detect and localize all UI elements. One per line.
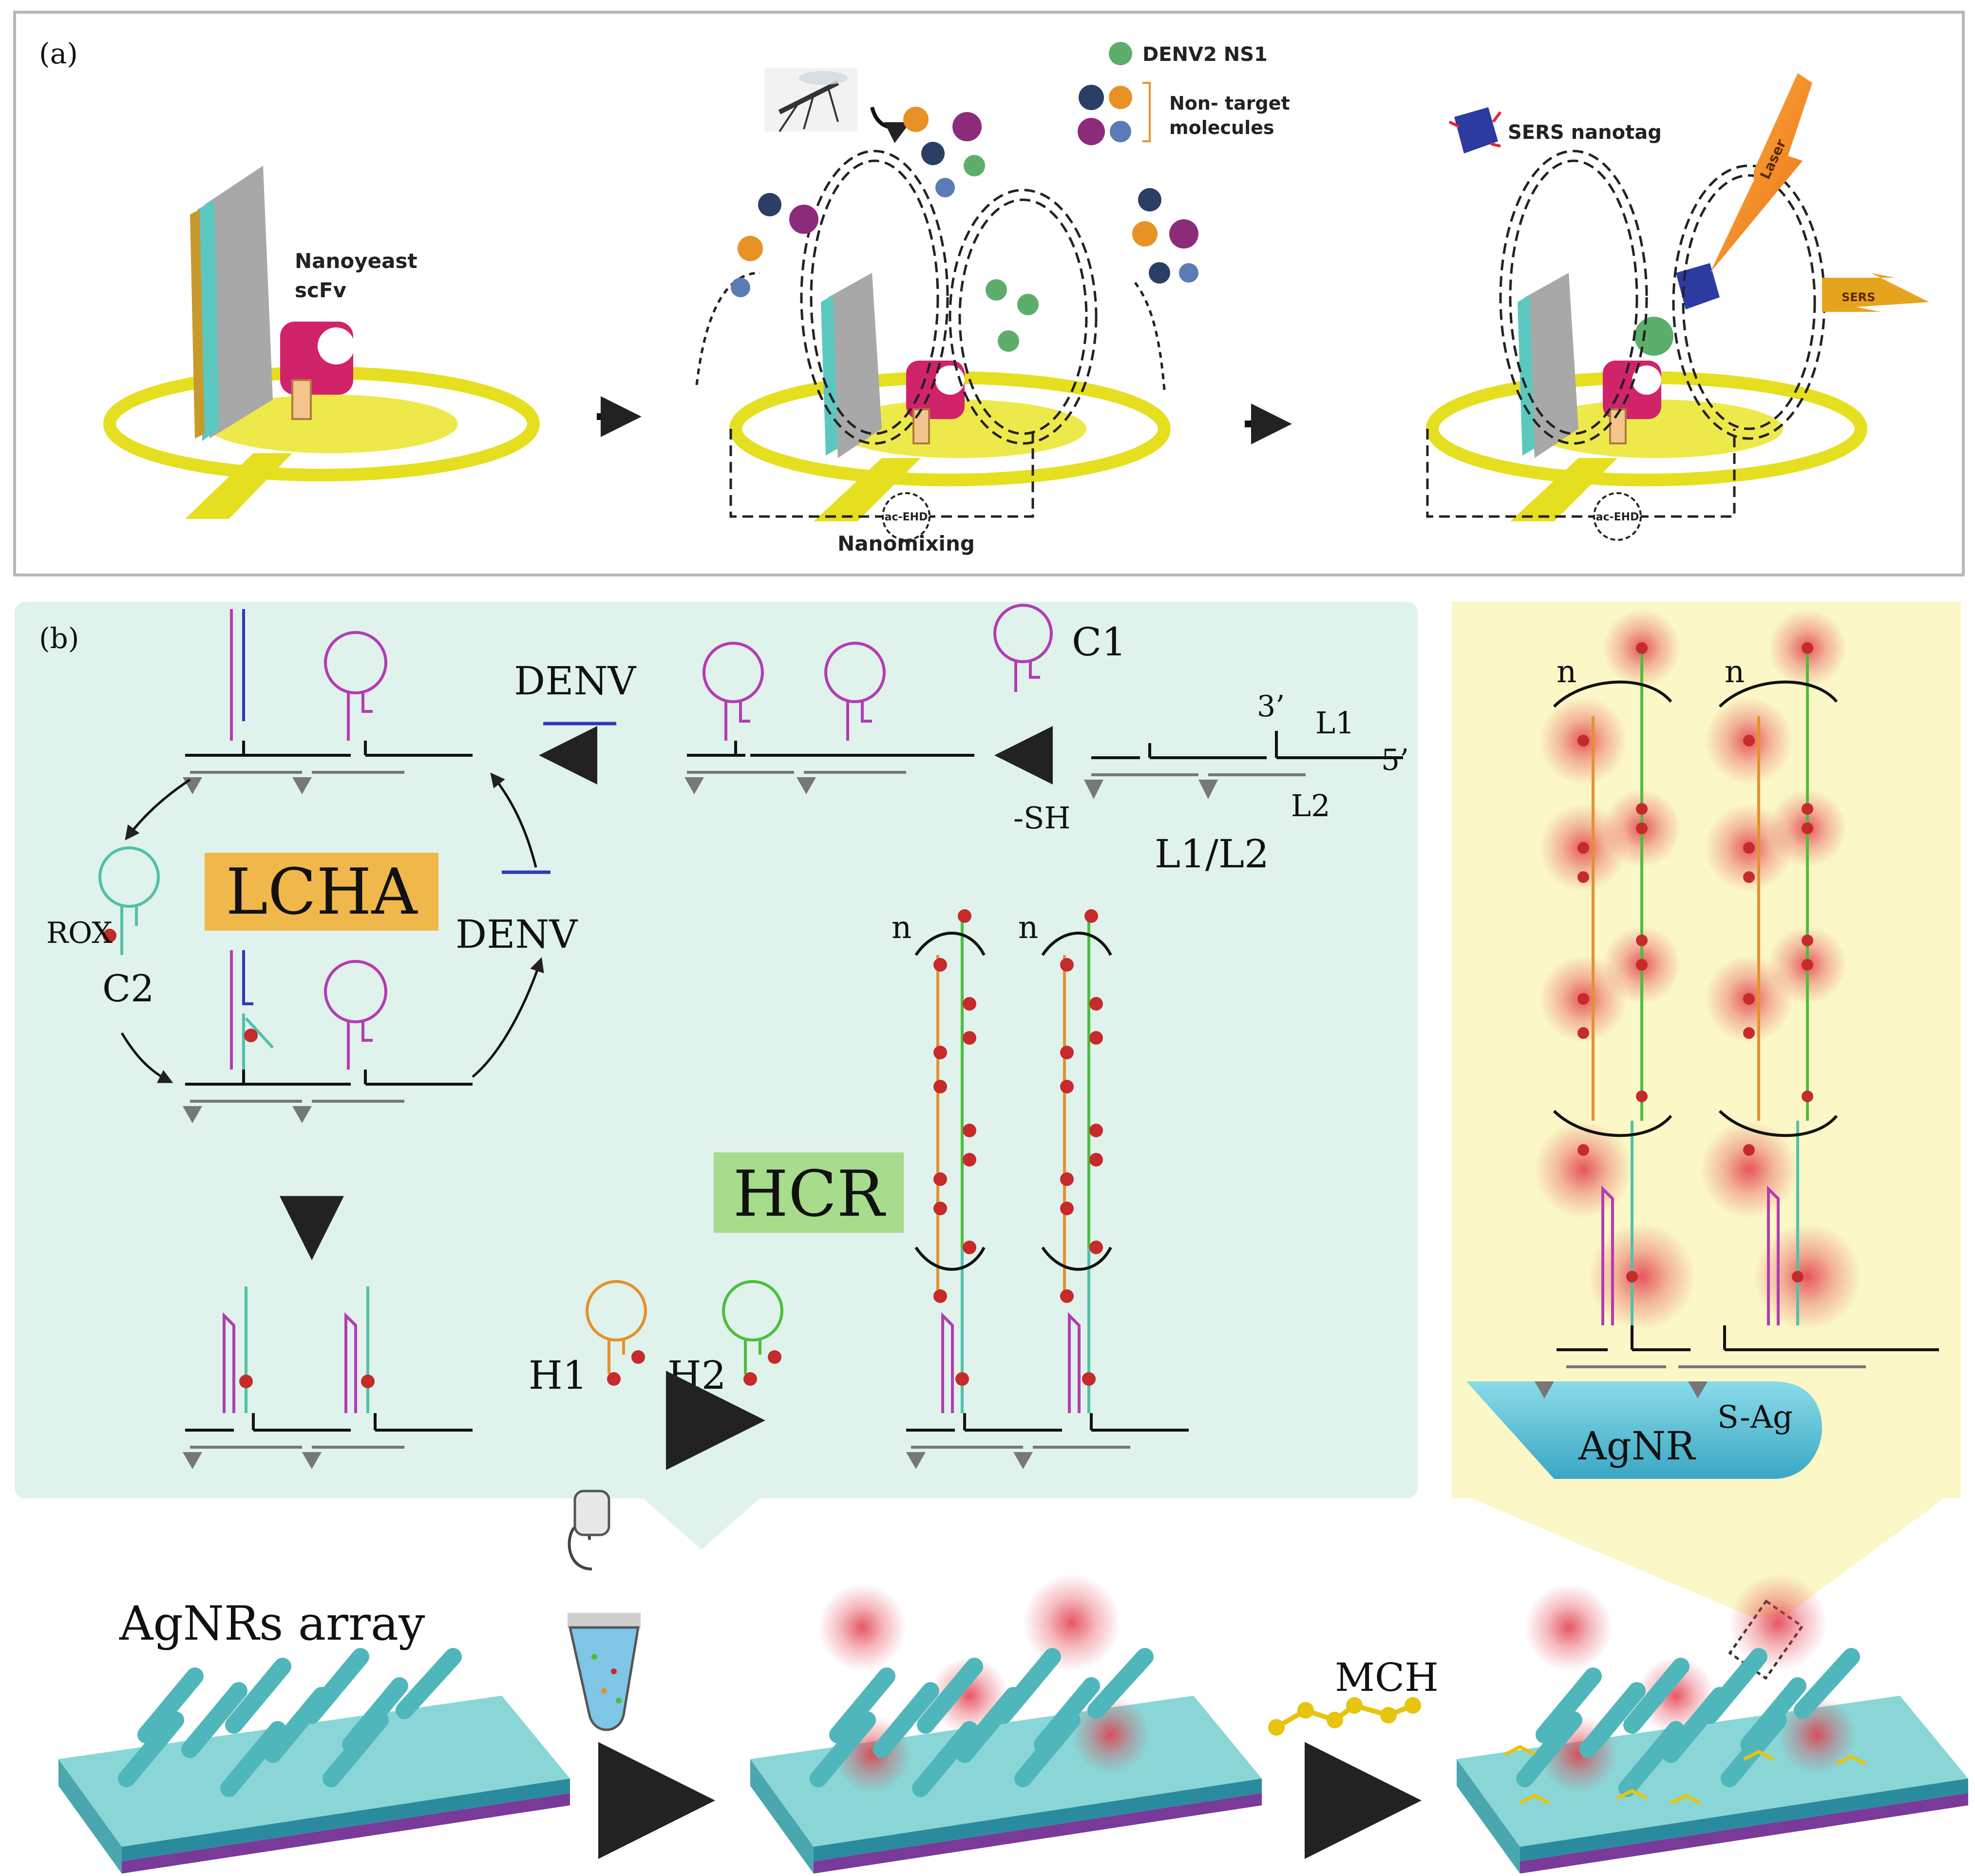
h2-dye-2 [768,1350,781,1364]
zoom-strands [1553,648,1939,1368]
lcha-product [185,1286,473,1449]
sers-signal-icon [1822,273,1929,312]
l1l2-label: L1/L2 [1155,831,1269,877]
anchor-triangles-l1l2 [1084,780,1218,799]
c1-hairpin [993,604,1053,692]
anchor-triangles-mid [684,777,816,794]
h1-dye-2 [631,1350,645,1364]
nanoyeast-2 [821,273,965,458]
rods-2 [810,1648,1154,1797]
legend-nontarget-line1: Non- target [1169,93,1290,114]
c1-label: C1 [1072,619,1126,665]
l1-label: L1 [1315,705,1355,741]
denv-label-right: DENV [456,912,578,957]
mch-molecule-icon [1268,1697,1421,1736]
tube-icon [568,1490,641,1731]
h2-dye [743,1372,757,1386]
lcha-top-complex [185,609,473,774]
n-label-zoom-2: n [1725,654,1745,690]
mch-label: MCH [1335,1655,1439,1700]
panel-b-bg [15,602,1418,1498]
lcha-bottom-complex [185,950,473,1103]
n-label-hcr-2: n [1018,910,1038,946]
hcr-product [906,916,1189,1449]
legend-nontarget-line2: molecules [1169,117,1274,138]
nanomixing-label: Nanomixing [837,532,975,555]
anchor-triangles-bottom [183,1106,312,1123]
h2-label: H2 [667,1353,726,1398]
rox-dye-bound [244,1029,258,1042]
substrate-1 [58,1696,570,1874]
nanoyeast-label: Nanoyeast [295,249,418,273]
acehd-label-2: ac-EHD [885,511,928,523]
c2-hairpin [98,846,160,955]
lcha-badge [205,853,438,931]
hcr-label: HCR [733,1157,886,1231]
panel-b-label: (b) [39,622,79,655]
legend-a [1078,42,1151,145]
sers-nanotag-label: SERS nanotag [1508,121,1662,144]
c2-label: C2 [102,967,154,1010]
zoom-dyes [1577,642,1813,1283]
nanoyeast-1 [190,166,355,441]
mosquito-icon [765,68,857,133]
acehd-label-3: ac-EHD [1596,511,1639,523]
laser-icon [1710,73,1812,273]
sers-signal-label: SERS [1842,290,1875,304]
mch-on-surface [1504,1745,1867,1805]
mosquito-arrow [870,106,911,143]
anchor-triangles-hcr [906,1452,1033,1469]
sers-nanotag-icon [1448,107,1502,153]
product-dye-2 [361,1375,375,1388]
l2-label: L2 [1291,788,1330,823]
h1-label: H1 [529,1353,588,1398]
sag-label: S-Ag [1717,1399,1793,1436]
cycle-arrow-left-in [120,1032,173,1083]
zoom-callout [1471,1498,1944,1618]
five-prime-label: 5’ [1381,743,1409,777]
agnr-rod [1466,1381,1822,1479]
scfv-label: scFv [295,278,346,302]
panel-a-label: (a) [39,37,78,70]
panel-b-callout [643,1498,760,1550]
c1-hybrid-complex [687,642,974,774]
denv-label-top: DENV [514,658,637,704]
cycle-arrow-left-down [125,778,191,841]
rox-dye [103,929,116,942]
h1-hairpin [586,1280,647,1374]
rods-3 [1516,1648,1860,1797]
cycle-arrow-right-up [490,772,537,868]
n-label-zoom-1: n [1557,654,1576,690]
product-dye-1 [239,1375,253,1388]
anchor-triangles-product [183,1452,322,1469]
agnr-label: AgNR [1578,1423,1696,1469]
molecules-a [731,107,1198,352]
acehd-circle-2 [882,492,931,541]
lcha-label: LCHA [226,855,418,929]
hcr-badge [714,1152,904,1233]
h2-hairpin [722,1280,783,1374]
sh-label: -SH [1013,800,1071,836]
field-lines-2 [695,150,1166,518]
acehd-circle-3 [1593,492,1642,541]
cycle-arrow-right-out [472,957,544,1078]
rods-1 [118,1648,462,1797]
rox-label: ROX [46,916,113,950]
agnrs-array-label: AgNRs array [119,1596,425,1651]
three-prime-label: 3’ [1257,689,1285,724]
n-label-hcr-1: n [892,910,912,946]
legend-target-label: DENV2 NS1 [1142,43,1268,66]
h1-dye [607,1372,621,1386]
glows-2 [818,1574,1150,1793]
hcr-dyes [933,909,1103,1386]
l1l2-duplex [1091,731,1403,776]
